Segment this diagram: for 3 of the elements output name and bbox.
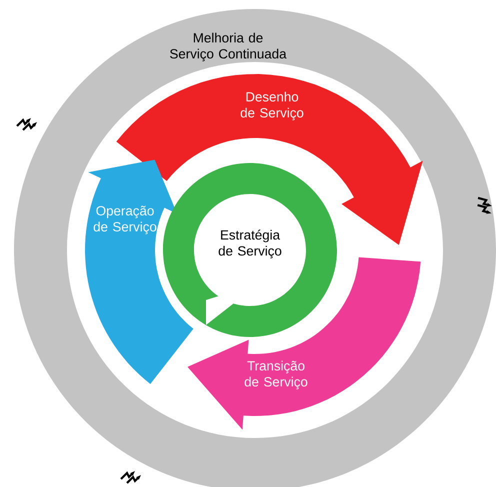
- circular-band: Estratégia de Serviço: [163, 163, 337, 337]
- curved-band: Operação de Serviço: [85, 160, 194, 384]
- curved-band: Transição de Serviço: [188, 257, 421, 430]
